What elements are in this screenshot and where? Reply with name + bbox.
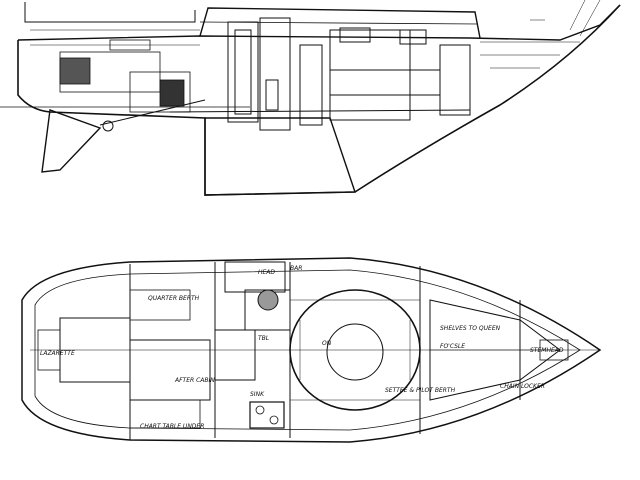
chain-locker (539, 339, 569, 361)
accommodation-plan-view (21, 257, 602, 443)
cabin-sole (169, 109, 471, 113)
profile-hatching (30, 0, 601, 69)
label-chain-locker: CHAIN LOCKER (500, 383, 545, 390)
label-after-cabin: AFTER CABIN (174, 377, 215, 384)
label-sink: SINK (250, 391, 265, 398)
label-stemhead: STEMHEAD (530, 347, 564, 354)
keel (204, 117, 356, 196)
label-focsle: FO'CSLE (440, 343, 465, 350)
label-bar: BAR (290, 265, 302, 272)
head-compartment (224, 261, 286, 293)
label-chart-table: CHART TABLE UNDER (140, 423, 204, 430)
label-lazarette: LAZARETTE (40, 350, 75, 357)
saloon-hatching (290, 299, 420, 401)
stove-burner-2 (269, 415, 279, 425)
stove-burner-1 (255, 405, 265, 415)
profile-bulkheads (227, 17, 471, 131)
hull-bottom (17, 4, 621, 196)
label-quarter-berth: QUARTER BERTH (148, 295, 200, 302)
plan-annotations: QUARTER BERTH LAZARETTE AFTER CABIN CHAR… (40, 265, 564, 430)
label-head: HEAD (258, 269, 275, 276)
inboard-profile-view (0, 0, 621, 196)
label-tbl: TBL (258, 335, 269, 342)
lazarette-hatch (37, 329, 61, 371)
propeller (102, 120, 114, 132)
companionway (214, 329, 256, 381)
stove (249, 401, 285, 429)
rudder (41, 109, 102, 173)
v-berth (429, 299, 561, 401)
plan-bulkheads (129, 262, 521, 440)
engine-compartment (59, 39, 191, 113)
label-shelves: SHELVES TO QUEEN (440, 325, 501, 332)
galley-sink (257, 289, 279, 311)
prop-shaft (99, 99, 206, 126)
cockpit-coaming (24, 2, 196, 23)
saloon-table (326, 323, 384, 381)
after-cabin-berth (129, 339, 211, 401)
label-on: ON (322, 340, 332, 347)
label-settee-berth: SETTEE & PILOT BERTH (385, 387, 456, 394)
